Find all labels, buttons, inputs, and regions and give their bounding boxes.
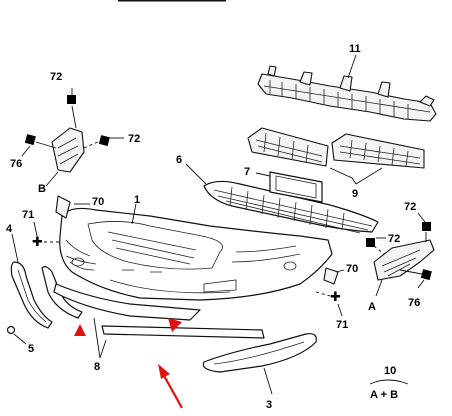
callout-76-right: 76 (408, 297, 420, 309)
callout-11: 11 (349, 43, 361, 55)
dash-72-right (373, 245, 385, 255)
callout-5: 5 (28, 343, 34, 355)
grille-lower (247, 127, 425, 169)
letter-b: B (38, 183, 46, 195)
moulding-left (10, 261, 53, 329)
leader-76-left-b (35, 141, 57, 149)
callout-10: 10 (384, 365, 396, 377)
callout-7: 7 (244, 166, 250, 178)
callout-1: 1 (134, 194, 140, 206)
side-bracket-right (373, 239, 435, 281)
leader-72-left-lower (71, 105, 77, 129)
marker-right-icon (168, 318, 182, 332)
spacer (6, 325, 16, 335)
fastener-square-icon (420, 269, 432, 281)
callout-72-left-b: 72 (128, 133, 140, 145)
fastener-square-icon (24, 134, 36, 146)
dash-71-right (315, 291, 331, 297)
kit-brace (369, 379, 409, 385)
side-bracket-left (51, 127, 85, 173)
red-arrow-icon (158, 364, 183, 409)
leader-3 (263, 367, 273, 395)
callout-3: 3 (266, 399, 272, 411)
fastener-square-icon (366, 238, 375, 247)
callout-6: 6 (176, 154, 182, 166)
leader-5 (13, 333, 27, 345)
rivet-cross-icon: ✚ (330, 290, 341, 305)
fastener-square-icon (422, 222, 431, 231)
leader-a (375, 279, 383, 297)
leader-6 (185, 163, 207, 185)
upper-reinforcement (257, 65, 437, 122)
leader-9b (355, 167, 383, 185)
fastener-square-icon (67, 95, 76, 104)
leader-70-right (335, 269, 345, 273)
moulding-right (202, 333, 317, 373)
leader-b (45, 171, 59, 187)
callout-70-right: 70 (346, 263, 358, 275)
leader-76-right (417, 279, 425, 289)
leader-8 (93, 317, 101, 359)
callout-9: 9 (352, 188, 358, 200)
bumper-cover (59, 207, 333, 301)
grille (203, 180, 379, 234)
leader-76-left (21, 145, 31, 157)
plate-bracket (269, 171, 323, 203)
dash-72-left (83, 140, 101, 149)
leader-72-right (417, 212, 426, 223)
leader-71-left (33, 221, 38, 237)
leader-7 (255, 172, 271, 177)
lower-strips (53, 283, 265, 339)
kit-formula: A + B (370, 389, 398, 401)
callout-76-left: 76 (10, 158, 22, 170)
fastener-square-icon (98, 135, 110, 147)
rivet-cross-icon: ✚ (32, 235, 43, 250)
callout-72-right-b: 72 (388, 233, 400, 245)
leader-4 (11, 233, 19, 263)
callout-70-left: 70 (92, 196, 104, 208)
leader-8b (99, 339, 107, 359)
callout-71-left: 71 (22, 209, 34, 221)
callout-72-right: 72 (404, 201, 416, 213)
clip-right (323, 267, 339, 285)
leader-11 (347, 54, 357, 79)
letter-a: A (368, 301, 376, 313)
leader-76-right-b (399, 269, 423, 275)
leader-1 (131, 203, 137, 225)
leader-71-right (337, 303, 343, 317)
marker-left-icon (74, 324, 86, 336)
callout-4: 4 (6, 223, 13, 235)
clip-left (55, 195, 71, 219)
lower-strip-left (41, 266, 83, 319)
callout-72-left: 72 (50, 71, 62, 83)
leader-9 (329, 167, 357, 185)
callout-71-right: 71 (336, 319, 348, 331)
callout-8: 8 (94, 361, 100, 373)
